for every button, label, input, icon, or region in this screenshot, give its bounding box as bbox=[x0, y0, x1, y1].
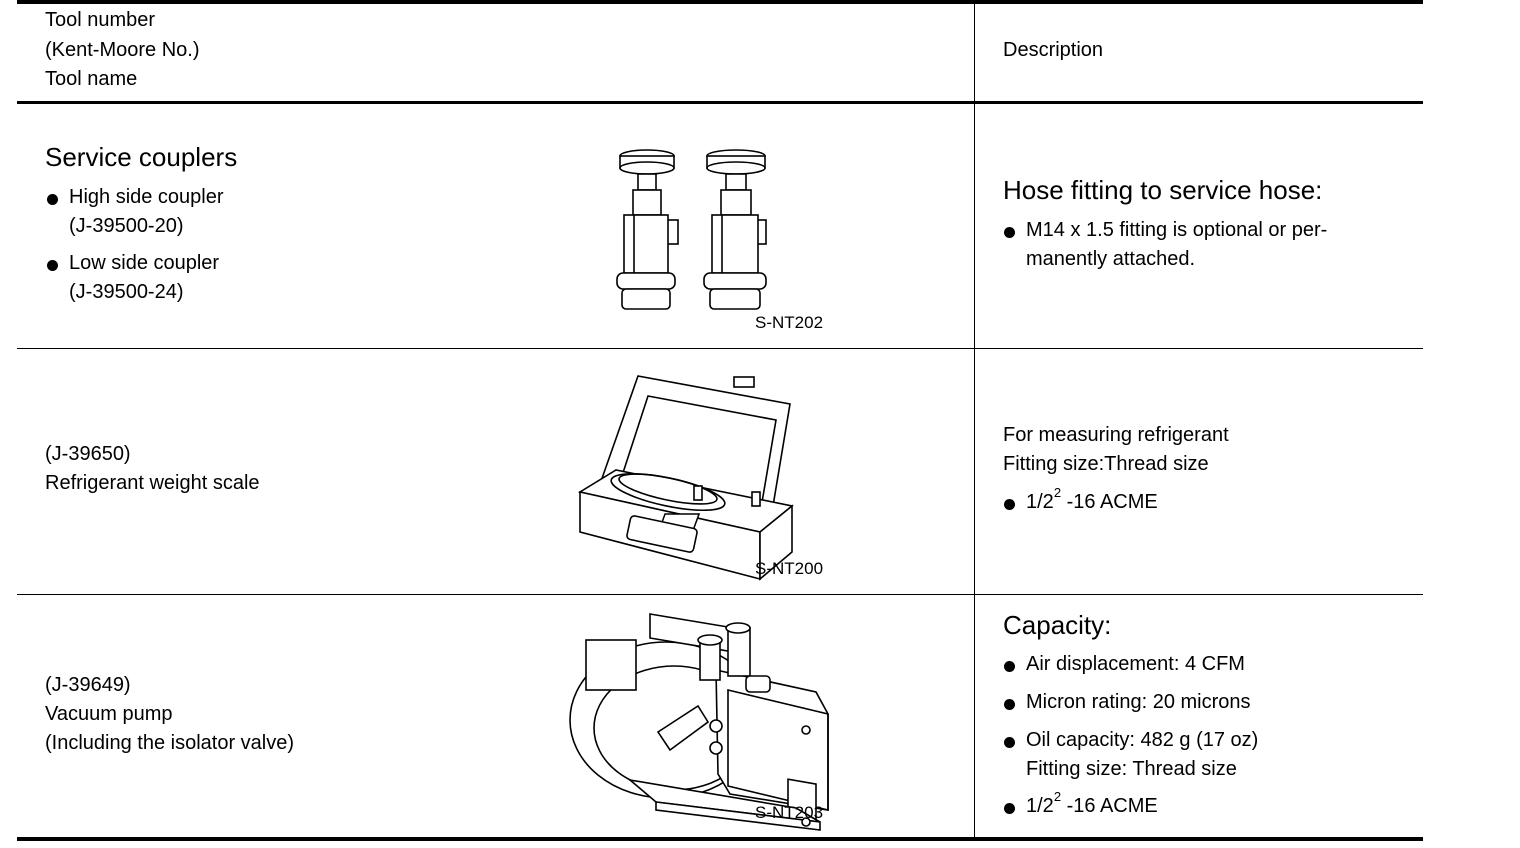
row2-desc-line1: For measuring refrigerant bbox=[1003, 424, 1229, 446]
vacuum-pump-illustration bbox=[569, 613, 829, 831]
row1-item2-number: (J-39500-24) bbox=[69, 281, 184, 303]
row1-item2-name: Low side coupler bbox=[69, 252, 220, 274]
table-bottom-rule bbox=[17, 837, 1423, 841]
row2-fitting-rest: -16 ACME bbox=[1061, 491, 1158, 513]
row3-micron-rating: Micron rating: 20 microns bbox=[1026, 691, 1251, 713]
header-tool-number: Tool number bbox=[45, 9, 156, 31]
row1-desc-bullet bbox=[1004, 227, 1015, 238]
service-couplers-illustration bbox=[616, 149, 767, 310]
row1-desc-line1: M14 x 1.5 fitting is optional or per- bbox=[1026, 219, 1328, 241]
row3-desc-bullet3 bbox=[1004, 737, 1015, 748]
row1-item1-name: High side coupler bbox=[69, 186, 224, 208]
row1-desc-title: Hose fitting to service hose: bbox=[1003, 175, 1323, 205]
row2-desc-line2: Fitting size:Thread size bbox=[1003, 453, 1209, 475]
column-divider bbox=[974, 4, 975, 838]
row1-item1-bullet bbox=[47, 194, 58, 205]
header-tool-name: Tool name bbox=[45, 68, 138, 90]
header-description: Description bbox=[1003, 39, 1104, 61]
row3-fitting-size: 1/22 -16 ACME bbox=[1026, 789, 1158, 821]
row3-image-code: S-NT203 bbox=[755, 803, 824, 822]
row2-tool-number: (J-39650) bbox=[45, 443, 131, 465]
row3-tool-name: Vacuum pump bbox=[45, 703, 173, 725]
row3-fitting-base: 1/2 bbox=[1026, 795, 1054, 817]
row3-fitting-sup: 2 bbox=[1053, 789, 1062, 805]
table-top-rule bbox=[17, 0, 1423, 4]
row2-fitting-base: 1/2 bbox=[1026, 491, 1054, 513]
row3-oil-capacity: Oil capacity: 482 g (17 oz) bbox=[1026, 729, 1259, 751]
row1-tool-title: Service couplers bbox=[45, 142, 238, 172]
row3-desc-bullet2 bbox=[1004, 699, 1015, 710]
row1-bottom-rule bbox=[17, 348, 1423, 349]
row3-air-displacement: Air displacement: 4 CFM bbox=[1026, 653, 1245, 675]
row1-item1-number: (J-39500-20) bbox=[69, 215, 184, 237]
row2-bottom-rule bbox=[17, 594, 1423, 595]
row3-fitting-size-label: Fitting size: Thread size bbox=[1026, 758, 1237, 780]
row2-desc-bullet bbox=[1004, 499, 1015, 510]
row2-image-code: S-NT200 bbox=[755, 559, 824, 578]
row3-desc-title: Capacity: bbox=[1003, 610, 1112, 640]
row1-image-code: S-NT202 bbox=[755, 313, 824, 332]
row2-tool-name: Refrigerant weight scale bbox=[45, 472, 260, 494]
row3-desc-bullet1 bbox=[1004, 661, 1015, 672]
header-kent-moore-no: (Kent-Moore No.) bbox=[45, 39, 200, 61]
row1-item2-bullet bbox=[47, 260, 58, 271]
row3-fitting-rest: -16 ACME bbox=[1061, 795, 1158, 817]
row1-desc-line2: manently attached. bbox=[1026, 248, 1195, 270]
refrigerant-weight-scale-illustration bbox=[577, 375, 794, 581]
row2-fitting-sup: 2 bbox=[1053, 485, 1062, 501]
row3-tool-note: (Including the isolator valve) bbox=[45, 732, 295, 754]
row2-fitting-size: 1/22 -16 ACME bbox=[1026, 485, 1158, 517]
row3-desc-bullet4 bbox=[1004, 803, 1015, 814]
header-bottom-rule bbox=[17, 101, 1423, 104]
row3-tool-number: (J-39649) bbox=[45, 674, 131, 696]
